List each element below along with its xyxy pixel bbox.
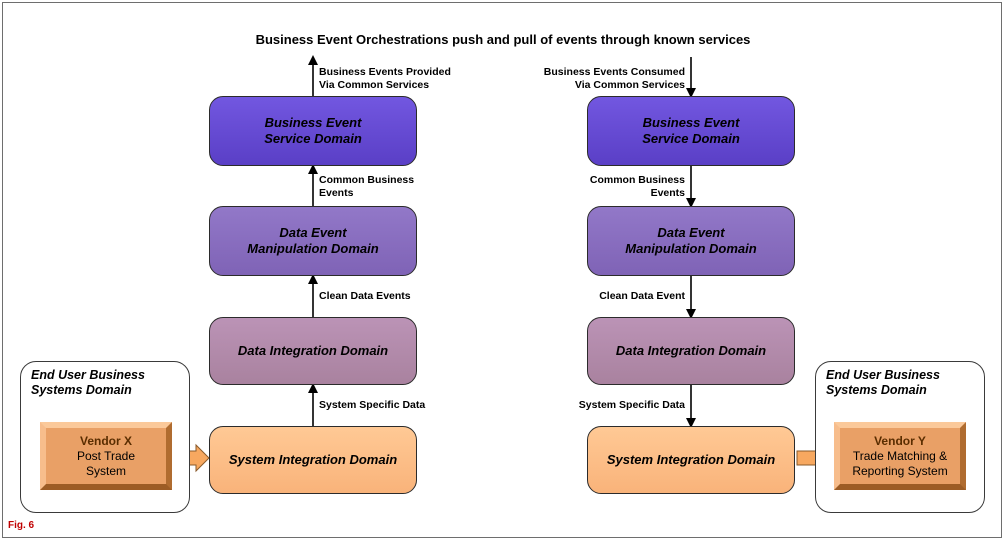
vendor-x-name: Vendor X [79,433,132,448]
left-arrow-label-3: System Specific Data [319,399,426,411]
left-system-integration-domain: System Integration Domain [209,426,417,494]
diagram-title: Business Event Orchestrations push and p… [255,32,751,47]
left-end-user-title: End User Business Systems Domain [31,368,145,397]
right-arrow-label-3: System Specific Data [578,399,685,411]
left-top-label: Business Events Provided Via Common Serv… [319,66,451,91]
left-business-event-service-domain: Business Event Service Domain [209,96,417,166]
vendor-x-block: Vendor X Post Trade System [40,422,172,490]
right-data-event-manipulation-domain: Data Event Manipulation Domain [587,206,795,276]
left-data-event-manipulation-domain: Data Event Manipulation Domain [209,206,417,276]
left-data-integration-domain: Data Integration Domain [209,317,417,385]
figure-label: Fig. 6 [8,520,35,531]
vendor-y-desc-line-2: Reporting System [852,463,948,478]
vendor-y-block: Vendor Y Trade Matching & Reporting Syst… [834,422,966,490]
right-arrow-label-1: Common Business Events [589,174,685,199]
left-arrow-label-2: Clean Data Events [319,290,411,302]
vendor-y-desc-line-1: Trade Matching & [852,448,948,463]
vendor-y-name: Vendor Y [874,433,926,448]
right-end-user-title: End User Business Systems Domain [826,368,940,397]
right-top-label: Business Events Consumed Via Common Serv… [543,66,685,91]
right-arrow-label-2: Clean Data Event [599,290,685,302]
vendor-x-desc-line-1: Post Trade [76,448,136,463]
right-data-integration-domain: Data Integration Domain [587,317,795,385]
left-arrow-label-1: Common Business Events [319,174,415,199]
right-system-integration-domain: System Integration Domain [587,426,795,494]
vendor-x-desc-line-2: System [85,463,126,478]
right-business-event-service-domain: Business Event Service Domain [587,96,795,166]
